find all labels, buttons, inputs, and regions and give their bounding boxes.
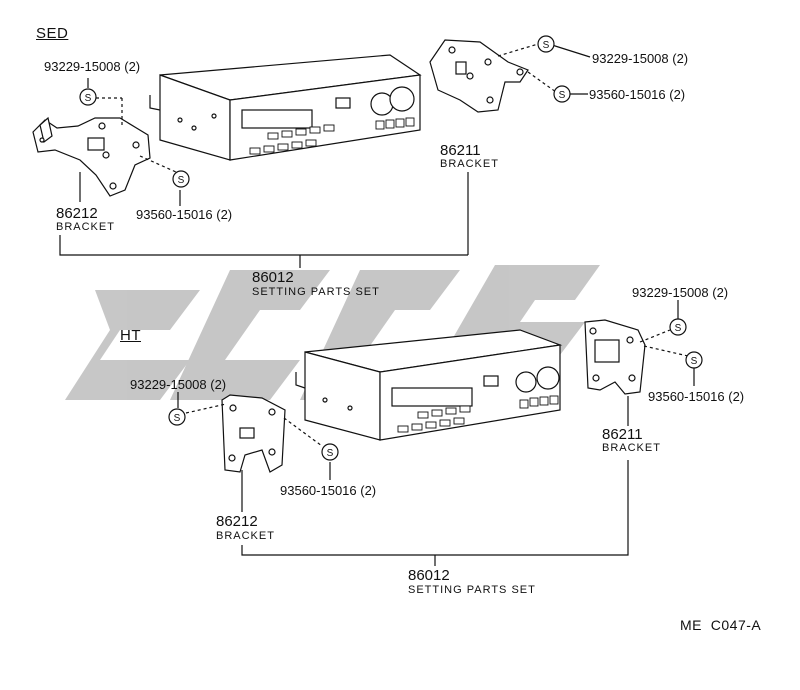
part-number-set-ht: 86012 [408,567,450,584]
fastener-symbols-sed [79,35,571,188]
part-number-set-sed: 86012 [252,269,294,286]
s-glyph: S [691,356,698,367]
part-number-bolt-sed-left: 93229-15008 (2) [44,59,141,74]
label-set-ht: SETTING PARTS SET [408,584,536,596]
section-title-ht: HT [120,327,141,344]
s-glyph: S [85,93,92,104]
bracket-86212-ht [221,394,286,473]
s-glyph: S [543,40,550,51]
figure-code: ME C047-A [680,617,762,633]
label-bracket-sed-right: BRACKET [440,158,499,170]
label-bracket-ht-right: BRACKET [602,442,661,454]
bracket-86211-sed [429,39,529,113]
label-bracket-sed-left: BRACKET [56,221,115,233]
part-number-nut-sed-left: 93560-15016 (2) [136,207,233,222]
part-number-bracket-sed-left: 86212 [56,205,98,222]
part-number-nut-ht-left: 93560-15016 (2) [280,483,377,498]
part-number-bracket-ht-left: 86212 [216,513,258,530]
leader-lines-ht [177,300,695,566]
fastener-symbols-ht [168,318,703,461]
label-set-sed: SETTING PARTS SET [252,286,380,298]
section-title-sed: SED [36,25,69,42]
part-number-bracket-sed-right: 86211 [440,142,481,159]
bracket-86212-sed [32,116,151,197]
part-number-nut-sed-right: 93560-15016 (2) [589,87,686,102]
bracket-86211-ht [584,319,646,395]
part-number-bolt-ht-right: 93229-15008 (2) [632,285,729,300]
part-number-bracket-ht-right: 86211 [602,426,643,443]
s-glyph: S [327,448,334,459]
s-glyph: S [178,175,185,186]
dashed-leaders-ht [185,329,689,447]
radio-unit-sed [149,54,422,161]
leader-lines-sed [59,44,591,268]
radio-unit-ht [295,329,563,441]
fastener-s-glyphs: S S S S S S S S [85,40,698,459]
part-number-bolt-sed-right: 93229-15008 (2) [592,51,689,66]
part-number-nut-ht-right: 93560-15016 (2) [648,389,745,404]
label-bracket-ht-left: BRACKET [216,530,275,542]
part-number-bolt-ht-left: 93229-15008 (2) [130,377,227,392]
dashed-leaders-sed [96,43,557,173]
s-glyph: S [675,323,682,334]
s-glyph: S [174,413,181,424]
s-glyph: S [559,90,566,101]
